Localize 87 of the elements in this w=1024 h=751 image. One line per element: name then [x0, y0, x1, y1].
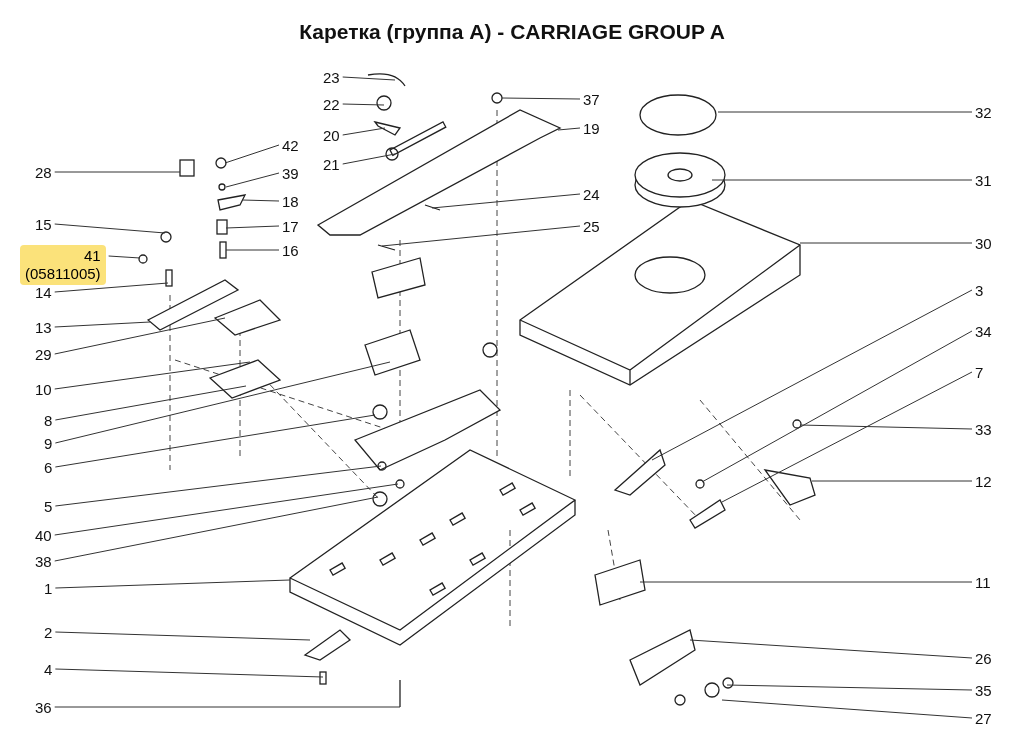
title: Каретка (группа А) - CARRIAGE GROUP A — [298, 20, 726, 44]
callout-number: 42 — [282, 136, 299, 154]
callout-number: 25 — [583, 217, 600, 235]
leader-line — [557, 127, 581, 131]
part-number: (05811005) — [25, 265, 101, 283]
callout-number: 9 — [44, 434, 53, 452]
leader-line — [54, 317, 226, 355]
leader-line — [501, 97, 581, 100]
callout-number: 38 — [35, 552, 52, 570]
leader-line — [726, 684, 973, 691]
callout-number: 13 — [35, 318, 52, 336]
callout-number: 4 — [44, 660, 53, 678]
callout-number: 26 — [975, 649, 992, 667]
callout-number: 33 — [975, 420, 992, 438]
callout-number: 28 — [35, 163, 52, 181]
leader-line — [639, 581, 973, 583]
callout-number: 10 — [35, 380, 52, 398]
callout-number: 20 — [323, 126, 340, 144]
callout-number: 1 — [44, 579, 53, 597]
leader-line — [54, 706, 401, 708]
callout-number: 23 — [323, 68, 340, 86]
callout-number: 7 — [975, 363, 984, 381]
callout-number: 17 — [282, 217, 299, 235]
leader-line — [717, 111, 973, 113]
leader-line — [342, 153, 396, 165]
leader-line — [701, 330, 973, 483]
leader-line — [241, 199, 280, 202]
callout-number: 31 — [975, 171, 992, 189]
leader-line — [342, 103, 385, 106]
leader-line — [54, 414, 376, 468]
callout-number: 22 — [323, 95, 340, 113]
callout-number: 40 — [35, 526, 52, 544]
leader-line — [54, 631, 311, 641]
leader-line — [225, 249, 280, 251]
callout-number: 14 — [35, 283, 52, 301]
leader-line — [54, 321, 151, 328]
callout-number: 41 — [82, 247, 101, 265]
callout-number: 36 — [35, 698, 52, 716]
leader-line — [342, 127, 386, 136]
callout-number: 8 — [44, 411, 53, 429]
leader-line — [54, 668, 324, 678]
callout-number: 37 — [583, 90, 600, 108]
callout-number: 39 — [282, 164, 299, 182]
leader-line — [54, 465, 382, 507]
leader-line — [721, 371, 973, 503]
callout-number: 34 — [975, 322, 992, 340]
highlight-box — [20, 245, 106, 285]
callout-number: 27 — [975, 709, 992, 727]
leader-line — [651, 289, 973, 461]
leader-line — [54, 579, 291, 589]
callout-number: 29 — [35, 345, 52, 363]
leader-line — [381, 225, 581, 247]
leader-line — [54, 483, 399, 536]
leader-line — [54, 282, 169, 293]
callout-number: 19 — [583, 119, 600, 137]
leader-line — [54, 385, 247, 421]
callout-number: 18 — [282, 192, 299, 210]
callout-number: 11 — [975, 573, 991, 591]
callout-number: 3 — [975, 281, 984, 299]
callout-number: 12 — [975, 472, 992, 490]
callout-number: 24 — [583, 185, 600, 203]
leader-line — [799, 424, 973, 430]
leader-line — [108, 255, 141, 259]
leader-line — [431, 193, 581, 209]
leader-line — [342, 76, 396, 81]
callout-number: 2 — [44, 623, 53, 641]
leader-line — [54, 171, 181, 173]
leader-line — [54, 361, 251, 390]
leader-line — [54, 223, 166, 234]
leader-line — [224, 144, 280, 164]
leader-line — [811, 480, 973, 482]
callout-number: 21 — [323, 155, 340, 173]
leader-line — [54, 496, 379, 562]
callout-number: 5 — [44, 497, 53, 515]
callout-number: 35 — [975, 681, 992, 699]
leader-line — [689, 639, 973, 659]
leader-line — [799, 242, 973, 244]
callout-number: 6 — [44, 458, 53, 476]
leader-line — [225, 172, 280, 188]
callout-number: 15 — [35, 215, 52, 233]
leader-line — [721, 699, 973, 719]
callout-number: 30 — [975, 234, 992, 252]
callout-number: 32 — [975, 103, 992, 121]
callout-number: 16 — [282, 241, 299, 259]
leader-line — [54, 361, 391, 444]
leader-line — [711, 179, 973, 181]
leader-line — [225, 225, 280, 229]
